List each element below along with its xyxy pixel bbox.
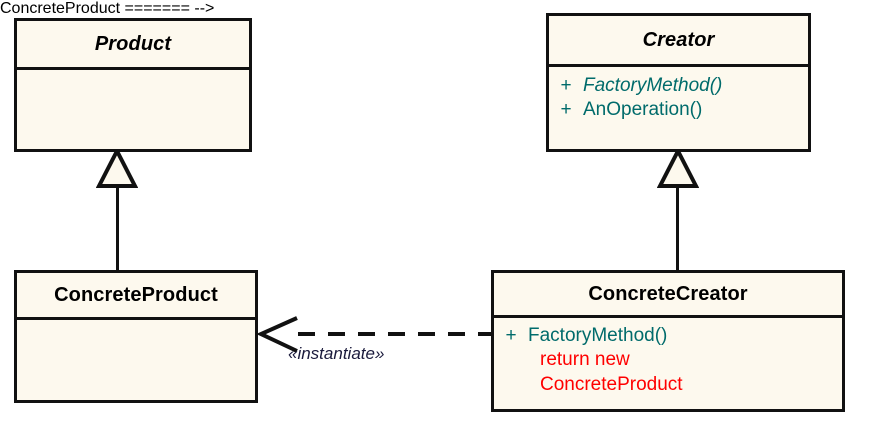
class-operations-concrete-creator: + FactoryMethod() return new ConcretePro…	[494, 318, 842, 409]
generalization-line-creator	[676, 186, 679, 272]
class-attributes-product	[17, 70, 249, 149]
operation-row: + FactoryMethod()	[549, 74, 808, 98]
class-divider-concrete-creator	[494, 315, 842, 318]
class-divider-creator	[549, 64, 808, 67]
generalization-arrowhead-creator	[657, 148, 699, 188]
class-attributes-concrete-product	[17, 320, 255, 400]
generalization-arrowhead-product	[96, 148, 138, 188]
class-operations-creator: + FactoryMethod() + AnOperation()	[549, 67, 808, 149]
class-box-creator[interactable]: Creator + FactoryMethod() + AnOperation(…	[546, 13, 811, 152]
class-title-concrete-product: ConcreteProduct	[54, 283, 218, 306]
class-box-concrete-creator[interactable]: ConcreteCreator + FactoryMethod() return…	[491, 270, 845, 412]
generalization-line-product	[116, 186, 119, 272]
operation-label: AnOperation()	[583, 99, 703, 121]
class-box-concrete-product[interactable]: ConcreteProduct	[14, 270, 258, 403]
visibility-marker: +	[560, 99, 572, 121]
visibility-marker: +	[505, 325, 517, 346]
class-title-concrete-creator: ConcreteCreator	[588, 282, 748, 305]
operation-note-line: ConcreteProduct	[540, 373, 683, 395]
operation-label: FactoryMethod()	[528, 325, 668, 346]
class-divider-product	[17, 67, 249, 70]
dependency-stereotype-label: «instantiate»	[288, 344, 385, 363]
operation-label: FactoryMethod()	[583, 75, 723, 96]
class-box-product[interactable]: Product	[14, 18, 252, 152]
operation-note-line: return new	[540, 349, 630, 371]
operation-row: + FactoryMethod()	[494, 324, 842, 348]
class-title-product: Product	[94, 32, 172, 55]
dependency-arrow-instantiate	[256, 316, 495, 353]
visibility-marker: +	[560, 75, 572, 96]
class-title-creator: Creator	[642, 28, 715, 51]
operation-row: + AnOperation()	[549, 98, 808, 122]
class-divider-concrete-product	[17, 317, 255, 320]
